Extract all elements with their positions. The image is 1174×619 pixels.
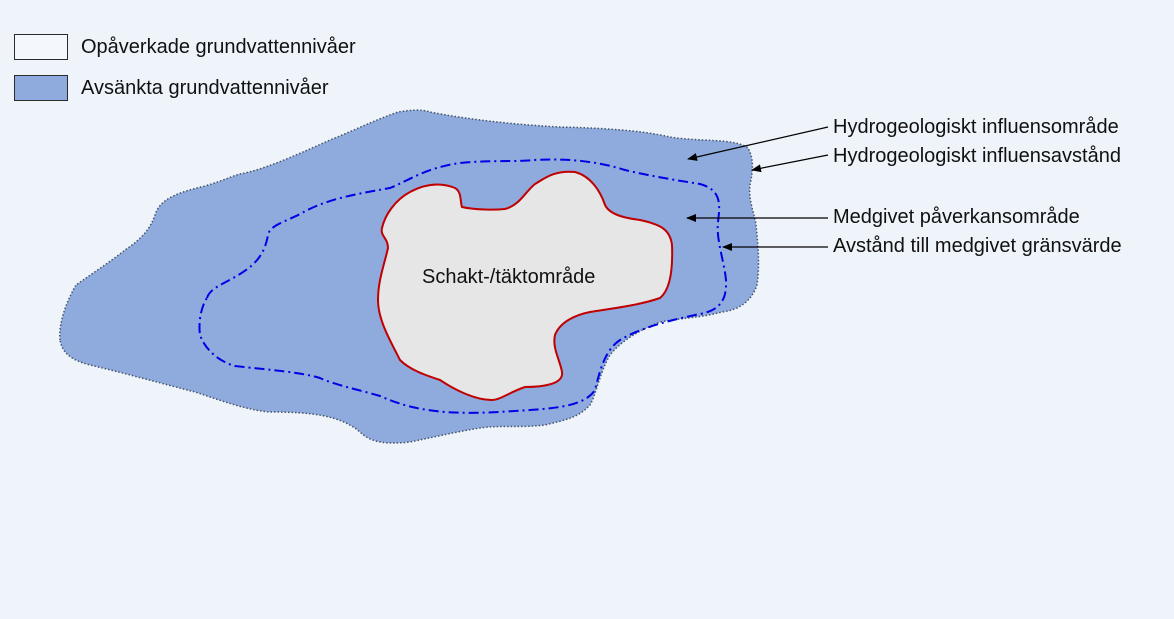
legend-swatch-unaffected (14, 34, 68, 60)
legend-label-unaffected: Opåverkade grundvattennivåer (81, 36, 356, 58)
label-permitted-area: Medgivet påverkansområde (833, 206, 1080, 228)
leader-influence-area (687, 126, 829, 161)
label-influence-distance: Hydrogeologiskt influensavstånd (833, 145, 1121, 167)
legend-swatch-lowered (14, 75, 68, 101)
excavation-label: Schakt-/täktområde (422, 266, 596, 288)
legend-label-lowered: Avsänkta grundvattennivåer (81, 77, 329, 99)
label-distance-limit: Avstånd till medgivet gränsvärde (833, 235, 1122, 257)
excavation-area (376, 170, 674, 402)
permitted-impact-boundary (198, 158, 728, 414)
leader-influence-distance (751, 154, 829, 173)
label-influence-area: Hydrogeologiskt influensområde (833, 116, 1119, 138)
